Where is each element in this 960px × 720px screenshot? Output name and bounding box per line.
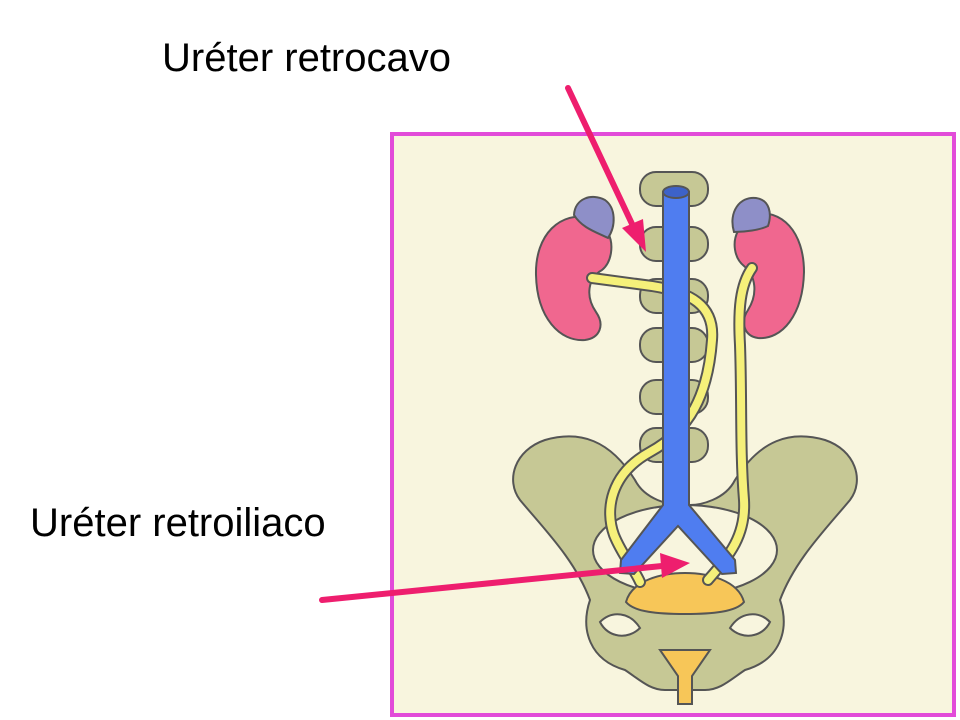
bladder bbox=[624, 571, 746, 616]
arrowhead bbox=[660, 553, 690, 578]
arrow-retroiliaco bbox=[319, 553, 690, 603]
arrowhead bbox=[622, 219, 646, 252]
arrow-icon bbox=[319, 563, 665, 603]
kidneys bbox=[534, 196, 806, 342]
urethra bbox=[658, 649, 712, 705]
arrow-icon bbox=[565, 85, 636, 229]
adrenal-gland bbox=[572, 196, 615, 240]
label-ureter-retroiliaco: Uréter retroiliaco bbox=[30, 501, 326, 545]
arrow-retrocavo bbox=[565, 85, 646, 252]
vena-cava-icon bbox=[618, 185, 738, 576]
adrenal-gland bbox=[731, 196, 771, 234]
ureter-icon bbox=[704, 264, 756, 584]
label-ureter-retrocavo: Uréter retrocavo bbox=[162, 36, 451, 80]
